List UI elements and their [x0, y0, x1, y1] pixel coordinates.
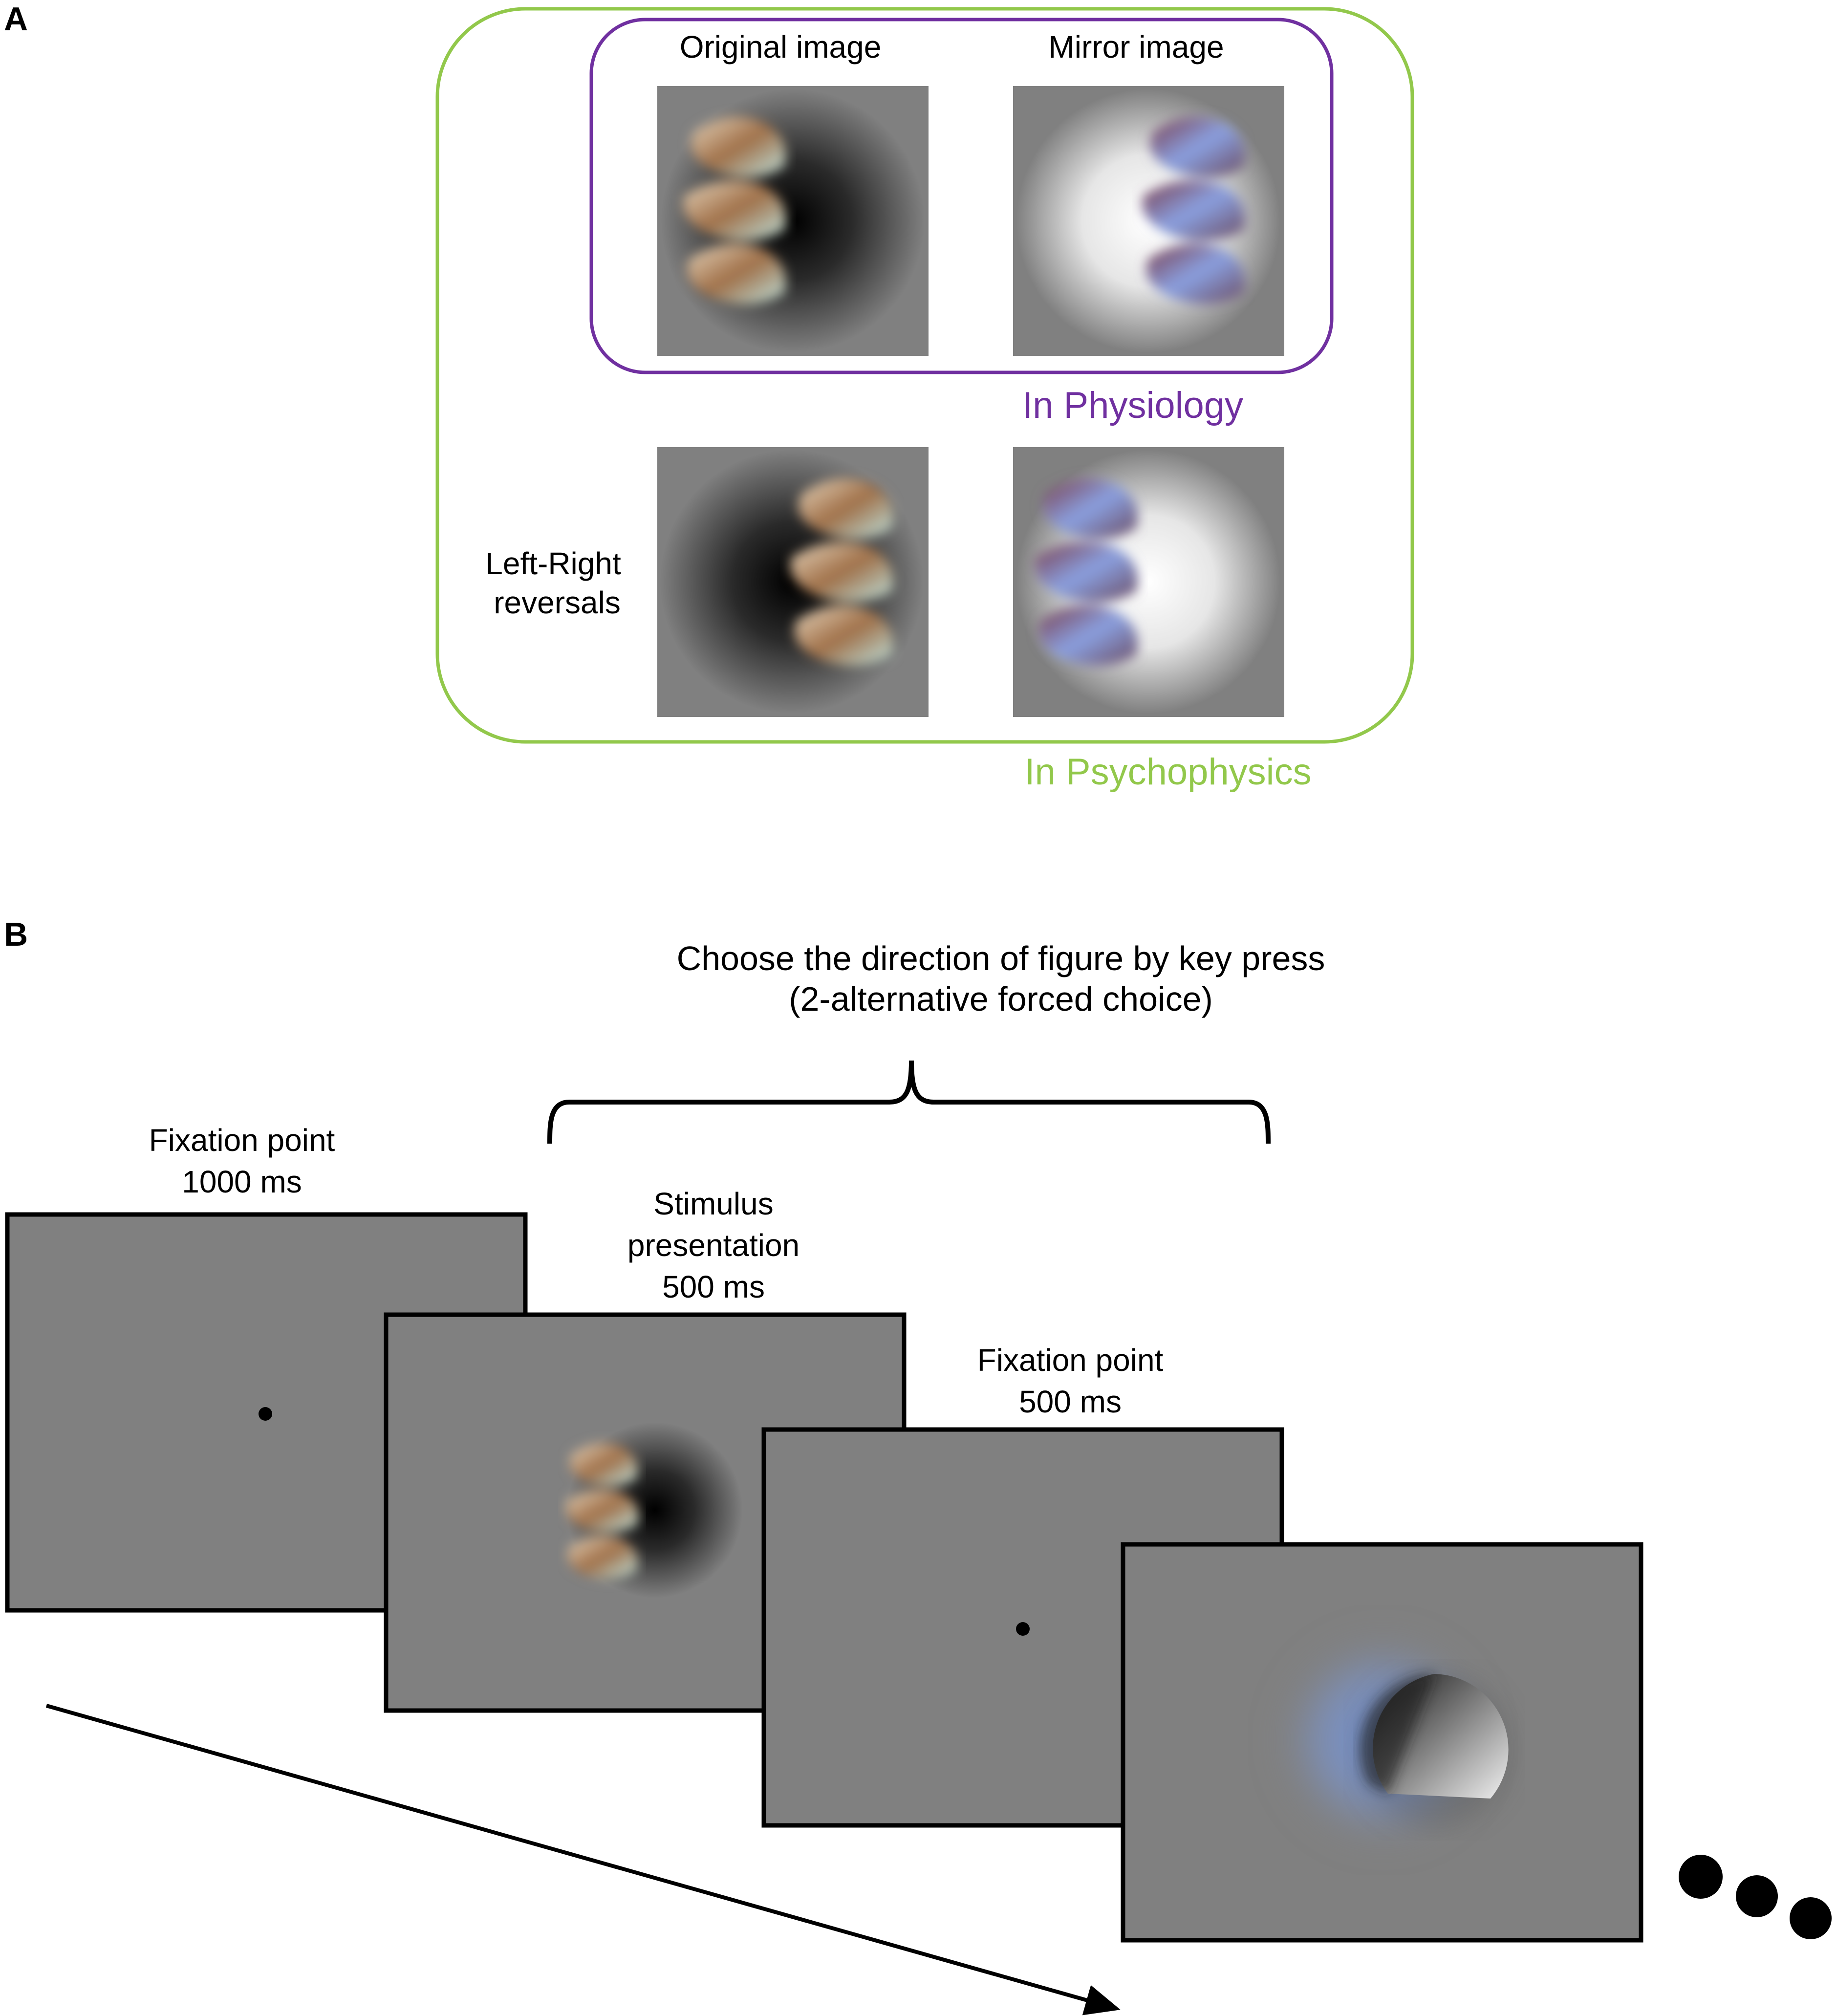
- psychophysics-box: [435, 7, 1414, 744]
- ellipsis-dots: [1679, 1855, 1832, 1939]
- step1-label-line2: 1000 ms: [182, 1164, 302, 1199]
- choice-instruction-line1: Choose the direction of figure by key pr…: [677, 939, 1325, 977]
- step2-label-line2: presentation: [627, 1228, 800, 1263]
- mirror-image-label: Mirror image: [1048, 29, 1224, 65]
- step3-label-line2: 500 ms: [1019, 1384, 1122, 1419]
- choice-brace: [547, 1060, 1271, 1144]
- panel-a-label: A: [4, 0, 28, 38]
- time-arrow: [45, 1704, 1121, 2016]
- reversed-original-stimulus: [657, 447, 929, 717]
- psychophysics-label: In Psychophysics: [1024, 751, 1311, 793]
- step3-label-line1: Fixation point: [977, 1343, 1164, 1378]
- reversed-mirror-stimulus: [1013, 447, 1284, 717]
- choice-instruction-line2: (2-alternative forced choice): [789, 980, 1213, 1018]
- reversal-label-line1: Left-Right: [485, 546, 621, 581]
- physiology-box: [589, 18, 1334, 374]
- reversal-label-line2: reversals: [494, 585, 621, 620]
- step2-label-line1: Stimulus: [653, 1186, 773, 1221]
- step1-label-line1: Fixation point: [149, 1123, 335, 1158]
- fixation-dot: [259, 1407, 272, 1421]
- step2-label-line3: 500 ms: [662, 1269, 765, 1304]
- mirror-image-stimulus: [1013, 86, 1284, 356]
- fixation-dot: [1016, 1622, 1030, 1636]
- next-stimulus-screen: [1121, 1542, 1643, 1943]
- original-image-label: Original image: [680, 29, 882, 65]
- original-image-stimulus: [657, 86, 929, 356]
- physiology-label: In Physiology: [1022, 385, 1243, 426]
- panel-b-label: B: [4, 916, 28, 953]
